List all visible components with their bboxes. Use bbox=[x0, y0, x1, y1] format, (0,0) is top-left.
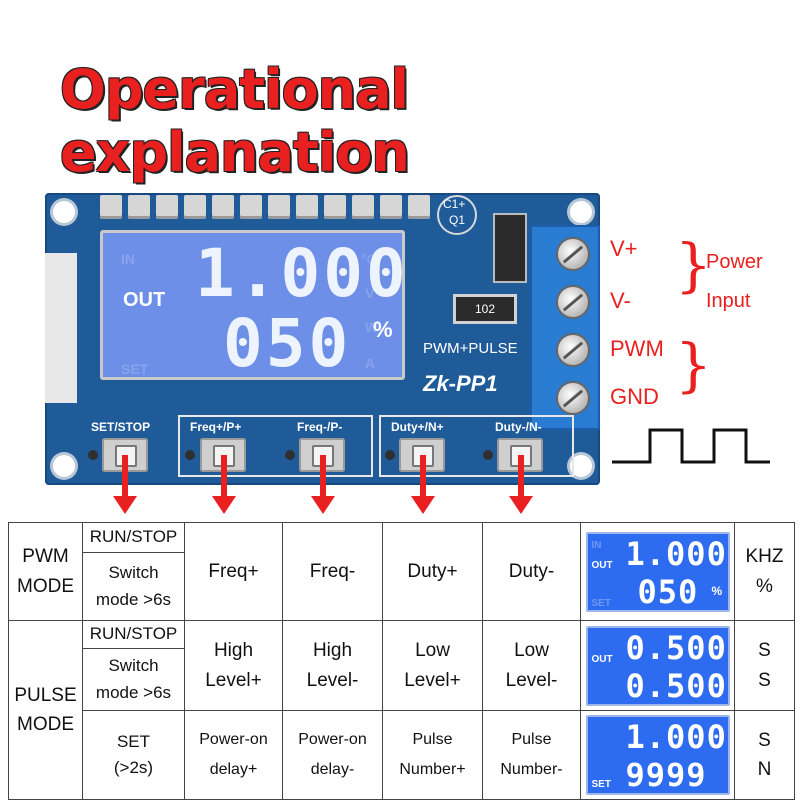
button-group-freq bbox=[178, 415, 373, 477]
mini-lcd-line2: 050 bbox=[637, 572, 699, 611]
lcd-ghost-c: °C bbox=[361, 251, 377, 267]
mini-lcd-unit: % bbox=[711, 583, 723, 598]
screw-icon bbox=[556, 285, 590, 319]
mini-lcd-line1: 0.500 bbox=[625, 628, 727, 667]
arrow-down-icon bbox=[411, 455, 435, 514]
mini-lcd-line1: 1.000 bbox=[625, 718, 727, 756]
lcd-ghost-v: V bbox=[365, 285, 375, 301]
screw-icon bbox=[556, 237, 590, 271]
power-label-line2: Input bbox=[706, 290, 751, 312]
mini-lcd-line2: 0.500 bbox=[625, 666, 727, 705]
lcd-ghost-in: IN bbox=[121, 251, 135, 267]
pwm-lcd-cell: IN OUT SET 1.000 050 % bbox=[580, 522, 735, 621]
mount-hole-icon bbox=[570, 455, 592, 477]
pulse-mini-lcd: OUT 0.500 0.500 bbox=[585, 625, 730, 706]
lcd-percent-unit: % bbox=[373, 317, 393, 342]
square-wave-icon bbox=[612, 428, 770, 464]
screw-icon bbox=[556, 333, 590, 367]
lcd-ghost-set: SET bbox=[121, 361, 149, 377]
button-label-freq-minus: Freq-/P- bbox=[297, 420, 343, 434]
lcd-mode-label: OUT bbox=[123, 289, 166, 311]
button-label-duty-minus: Duty-/N- bbox=[495, 420, 542, 434]
protocol-label: PWM+PULSE bbox=[423, 340, 518, 357]
pin-label-pwm: PWM bbox=[610, 336, 664, 361]
pin-label-vminus: V- bbox=[610, 288, 631, 313]
pulse-run-stop: RUN/STOP bbox=[82, 620, 185, 649]
pwm-freq-plus: Freq+ bbox=[184, 522, 283, 621]
pulse-lcd-cell: OUT 0.500 0.500 bbox=[580, 620, 735, 711]
resistor-icon: 102 bbox=[453, 294, 517, 324]
arrow-down-icon bbox=[509, 455, 533, 514]
resistor-code: 102 bbox=[474, 302, 496, 316]
mount-hole-icon bbox=[570, 201, 592, 223]
button-label-set-stop: SET/STOP bbox=[91, 420, 151, 434]
model-label: Zk-PP1 bbox=[423, 371, 498, 396]
capacitor-icon bbox=[437, 195, 477, 235]
screw-terminal-block bbox=[530, 225, 600, 430]
screw-icon bbox=[556, 381, 590, 415]
lcd-duty-value: 050 bbox=[223, 305, 352, 380]
mini-lcd-mode: OUT bbox=[591, 559, 613, 571]
pwm-duty-minus: Duty- bbox=[482, 522, 581, 621]
arrow-down-icon bbox=[212, 455, 236, 514]
mount-hole-icon bbox=[53, 455, 75, 477]
lcd-ghost-w: W bbox=[365, 319, 379, 335]
mini-lcd-mode: OUT bbox=[591, 653, 613, 665]
power-label-line1: Power bbox=[706, 251, 763, 273]
mini-lcd-ghost-in: IN bbox=[591, 539, 602, 551]
pwm-generator-board: IN SET °C V W A OUT 1.000 050 % C1+ Q1 1… bbox=[45, 193, 600, 485]
transistor-label: Q1 bbox=[449, 213, 466, 227]
pwm-freq-minus: Freq- bbox=[282, 522, 383, 621]
page-title: Operational explanation bbox=[60, 58, 410, 184]
mount-hole-icon bbox=[53, 201, 75, 223]
pin-label-vplus: V+ bbox=[610, 236, 638, 261]
pwm-units: KHZ% bbox=[734, 522, 795, 621]
header-pins bbox=[100, 195, 430, 219]
pwm-mini-lcd: IN OUT SET 1.000 050 % bbox=[585, 531, 730, 612]
pwm-run-stop: RUN/STOP bbox=[82, 522, 185, 553]
diode-icon bbox=[493, 213, 527, 283]
lcd-connector bbox=[45, 253, 77, 403]
lcd-frequency-value: 1.000 bbox=[195, 235, 405, 312]
lcd-display: IN SET °C V W A OUT 1.000 050 % bbox=[100, 230, 405, 380]
pin-label-gnd: GND bbox=[610, 384, 659, 409]
set-mini-lcd: SET 1.000 9999 bbox=[585, 715, 730, 795]
button-label-freq-plus: Freq+/P+ bbox=[190, 420, 242, 434]
pwm-duty-plus: Duty+ bbox=[382, 522, 483, 621]
mini-lcd-line1: 1.000 bbox=[625, 534, 727, 573]
set-lcd-cell: SET 1.000 9999 bbox=[580, 710, 735, 800]
arrow-down-icon bbox=[311, 455, 335, 514]
mini-lcd-mode: SET bbox=[591, 779, 611, 790]
button-group-duty bbox=[379, 415, 574, 477]
set-long-press: SET(>2s) bbox=[82, 710, 185, 800]
lcd-ghost-a: A bbox=[365, 355, 376, 371]
brace-power-icon: } bbox=[675, 231, 712, 299]
capacitor-label: C1+ bbox=[443, 197, 466, 211]
mini-lcd-line2: 9999 bbox=[625, 756, 707, 794]
arrow-down-icon bbox=[113, 455, 137, 514]
button-label-duty-plus: Duty+/N+ bbox=[391, 420, 444, 434]
mini-lcd-ghost-set: SET bbox=[591, 597, 611, 609]
brace-signal-icon: } bbox=[675, 331, 712, 399]
